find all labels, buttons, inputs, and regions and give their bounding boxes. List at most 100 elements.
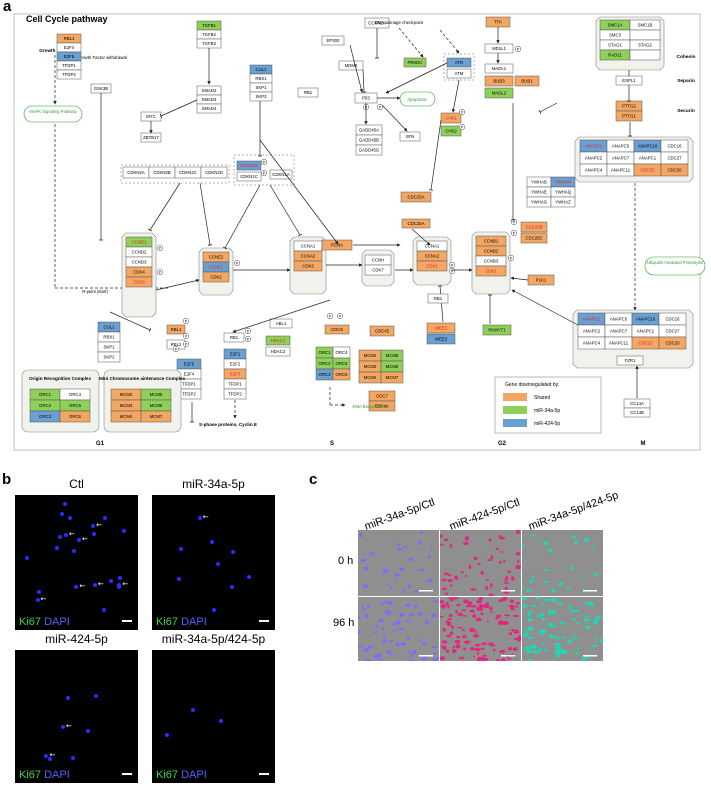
- cell-blob: [551, 597, 558, 602]
- cell-blob: [493, 648, 496, 652]
- phase-label: M: [641, 441, 646, 447]
- gene-label: E2F2: [230, 362, 241, 367]
- phospho-label: P: [510, 256, 513, 260]
- gene-label: GSK3B: [94, 86, 108, 91]
- cell-blob: [544, 598, 551, 602]
- cell-blob: [544, 648, 549, 652]
- gene-label: CDC25A: [408, 221, 425, 226]
- gene-label: MCM5: [386, 353, 399, 358]
- gene-label: MCM3: [120, 403, 133, 408]
- row-header: 96 h: [333, 617, 355, 629]
- gene-label: SMC3: [609, 33, 622, 38]
- nucleus-dot: [117, 575, 122, 580]
- cell-blob: [364, 566, 369, 571]
- diagram-edge: [349, 44, 363, 93]
- cell-blob: [486, 620, 490, 623]
- cell-blob: [515, 530, 521, 535]
- gene-label: CCNE1: [209, 265, 224, 270]
- cell-blob: [526, 588, 533, 592]
- cell-blob: [386, 610, 392, 616]
- phospho-label: P: [379, 105, 382, 109]
- cell-blob: [417, 540, 422, 545]
- gene-label: BUB3: [493, 79, 505, 84]
- legend-swatch: [503, 393, 527, 401]
- diagram-edge: [437, 285, 444, 323]
- gene-label: MCM4: [120, 414, 133, 419]
- gene-label: ORC4: [336, 350, 349, 355]
- cell-blob: [503, 582, 510, 584]
- cell-blob: [449, 631, 454, 636]
- gene-label: ANAPC1: [639, 156, 657, 161]
- micrograph-title: miR-34a-5p: [182, 477, 245, 491]
- gene-box: [484, 87, 514, 99]
- phospho-label: P: [339, 314, 342, 318]
- nucleus-dot: [191, 707, 196, 712]
- diagram-edge: [148, 182, 181, 232]
- cell-blob: [580, 657, 587, 661]
- cell-blob: [554, 636, 560, 640]
- cell-blob: [489, 607, 493, 611]
- phospho-label: P: [185, 342, 188, 346]
- cell-blob: [455, 635, 461, 639]
- panel-a-letter: a: [3, 0, 12, 15]
- cell-blob: [485, 602, 490, 605]
- cell-blob: [533, 650, 539, 654]
- phospho-marker: [260, 158, 268, 166]
- gene-box: [401, 218, 431, 229]
- nucleus-dot: [92, 583, 97, 588]
- cell-blob: [396, 542, 401, 547]
- gene-label: ANAPC7: [610, 329, 628, 334]
- phospho-marker: [182, 340, 190, 348]
- cell-blob: [428, 555, 431, 559]
- gene-label: MCM7: [386, 375, 399, 380]
- cell-blob: [488, 593, 494, 596]
- nucleus-dot: [229, 585, 234, 590]
- gene-label: GADD45B: [359, 138, 379, 143]
- micrograph-legend: Ki67 DAPI: [156, 769, 207, 781]
- cell-blob: [464, 536, 470, 541]
- phospho-label: P: [175, 347, 178, 351]
- diagram-text: Securin: [677, 108, 695, 114]
- cell-blob: [515, 602, 521, 605]
- gene-label: CDC25A: [408, 195, 425, 200]
- cell-blob: [361, 608, 368, 611]
- gene-label: TTK: [494, 20, 502, 25]
- gene-label: ANAPC11: [609, 341, 629, 346]
- gene-label: CDKN1A: [272, 172, 290, 177]
- gene-label: MYC: [146, 114, 156, 119]
- phospho-label: P: [451, 269, 454, 273]
- cell-blob: [576, 638, 580, 641]
- cell-blob: [473, 556, 478, 561]
- cell-blob: [457, 612, 463, 617]
- gene-box: [660, 163, 689, 177]
- gene-label: ANAPC11: [611, 168, 631, 173]
- cell-blob: [542, 569, 550, 571]
- cell-blob: [433, 652, 437, 655]
- gene-box: [403, 57, 427, 68]
- phospho-marker: [376, 103, 384, 111]
- cell-blob: [524, 646, 531, 650]
- nucleus-dot: [76, 537, 81, 542]
- cell-blob: [557, 602, 564, 605]
- phospho-marker: [458, 123, 466, 131]
- cell-blob: [527, 636, 534, 640]
- gene-label: WEE1: [435, 326, 448, 331]
- cell-blob: [442, 628, 446, 632]
- gene-label: YWHAH: [555, 180, 571, 185]
- cell-blob: [554, 651, 561, 656]
- gene-label: CCKN2A: [368, 21, 386, 26]
- cell-blob: [358, 616, 361, 620]
- cell-blob: [583, 537, 589, 542]
- scale-bar: [259, 773, 269, 775]
- cell-blob: [488, 538, 492, 542]
- cell-blob: [382, 638, 387, 644]
- cell-blob: [480, 612, 484, 616]
- cell-blob: [510, 576, 515, 581]
- diagram-edge: [109, 311, 152, 333]
- cell-blob: [554, 642, 561, 646]
- phospho-label: P: [263, 160, 266, 164]
- cell-blob: [425, 620, 429, 625]
- diagram-edge: [269, 184, 303, 237]
- micrograph-title: Ctl: [69, 477, 84, 491]
- gene-label: MCM6: [150, 403, 163, 408]
